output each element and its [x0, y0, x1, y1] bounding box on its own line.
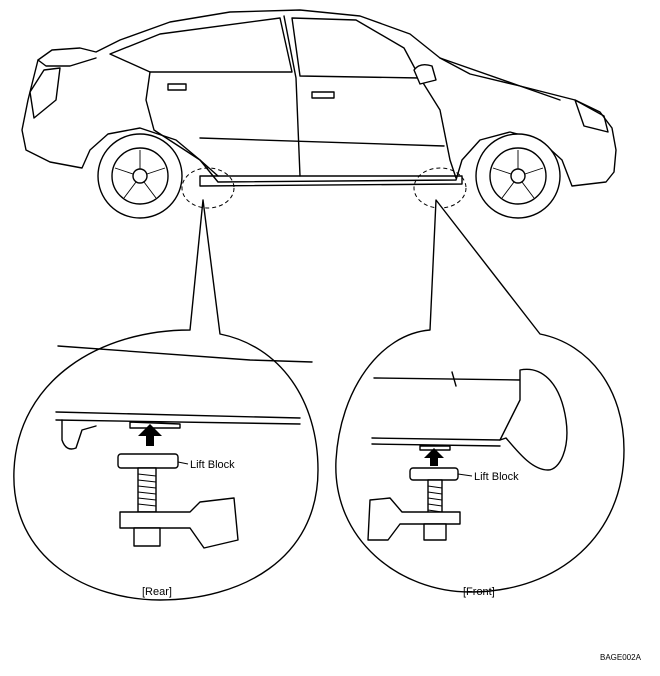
rear-lift-block	[117, 453, 179, 469]
front-sill-top	[371, 437, 501, 441]
front-sill-bottom	[371, 443, 501, 447]
front-panel-notch	[451, 371, 457, 387]
rear-lift-point-marker	[181, 167, 235, 209]
rear-door-edge	[145, 71, 219, 177]
front-lift-block-label: Lift Block	[474, 471, 519, 483]
tail-light	[29, 67, 61, 119]
front-callout: Lift Block	[335, 199, 625, 593]
front-window	[291, 17, 421, 79]
rear-sill-top	[55, 411, 301, 419]
front-door-handle	[311, 91, 335, 99]
rear-lift-arrow	[138, 424, 162, 446]
rear-lift-block-label: Lift Block	[190, 459, 235, 471]
front-mudflap	[499, 368, 568, 471]
side-sill	[199, 175, 463, 187]
rear-spoiler	[37, 57, 97, 67]
rear-sill-bottom	[55, 419, 301, 425]
front-magnifier-bubble	[335, 199, 625, 593]
side-mirror	[413, 63, 437, 85]
b-pillar	[283, 15, 301, 177]
rear-caption: [Rear]	[142, 586, 172, 598]
front-lift-screw-base	[423, 523, 447, 541]
front-lift-block	[409, 467, 459, 481]
rear-callout: Lift Block	[13, 199, 319, 601]
door-trim	[199, 137, 445, 147]
front-panel-line	[373, 377, 521, 381]
rear-door-handle	[167, 83, 187, 91]
front-caption: [Front]	[463, 586, 495, 598]
rear-magnifier-bubble	[13, 199, 319, 601]
front-jack-point	[419, 445, 451, 451]
front-wheel	[475, 133, 561, 219]
front-lift-arrow	[424, 448, 444, 466]
front-door-edge	[419, 77, 457, 179]
rear-wheel	[97, 133, 183, 219]
rear-panel-line	[57, 345, 313, 363]
sedan-side-view	[21, 9, 617, 219]
headlight	[574, 99, 609, 133]
rear-sill-flange	[61, 419, 97, 450]
hood-line	[439, 57, 561, 101]
rear-jack-point	[129, 421, 181, 429]
rear-lift-screw-base	[133, 527, 161, 547]
front-lift-arm	[367, 497, 461, 541]
figure-code: BAGE002A	[600, 653, 642, 662]
rear-window	[109, 17, 293, 73]
